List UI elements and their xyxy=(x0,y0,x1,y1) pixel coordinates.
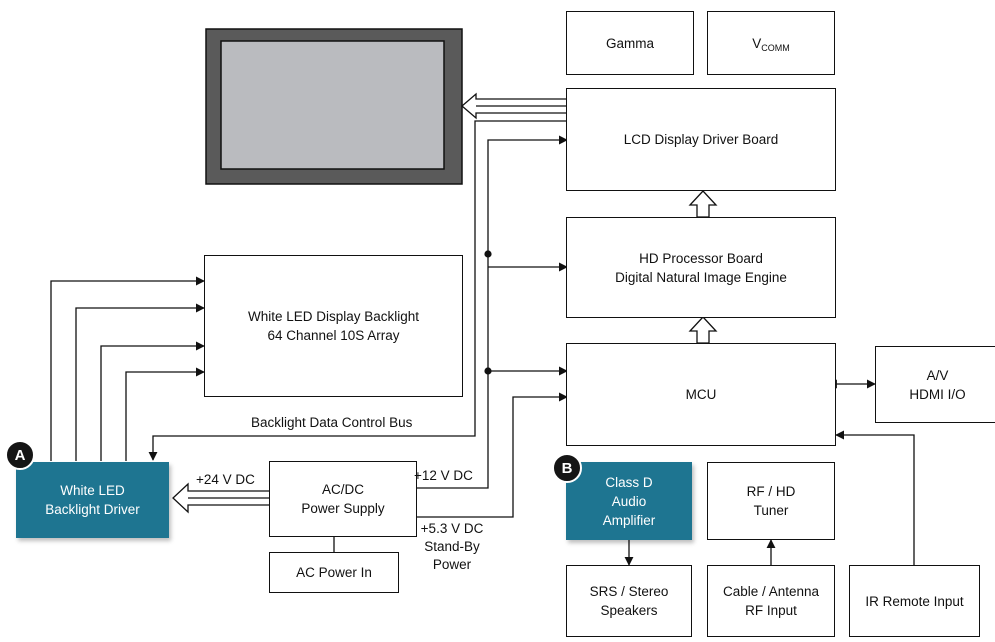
av-line-1: A/V xyxy=(926,367,949,383)
processor-to-driver-arrow xyxy=(688,190,718,218)
badge-a: A xyxy=(5,440,35,470)
backlight-array-block: White LED Display Backlight 64 Channel 1… xyxy=(204,255,463,397)
panel-data-arrow xyxy=(461,92,568,120)
mcu-block: MCU xyxy=(566,343,836,446)
power-24v-arrow xyxy=(172,482,271,514)
hd-processor-line-2: Digital Natural Image Engine xyxy=(615,269,787,285)
rf-input-block: Cable / Antenna RF Input xyxy=(707,565,835,637)
ir-remote-label: IR Remote Input xyxy=(865,593,964,609)
mcu-label: MCU xyxy=(685,387,717,402)
signal-lines xyxy=(50,120,915,566)
lcd-driver-board: LCD Display Driver Board xyxy=(566,88,836,191)
lcd-driver-label: LCD Display Driver Board xyxy=(623,132,779,147)
amp-line-2: Audio xyxy=(611,493,647,509)
tuner-line-2: Tuner xyxy=(753,503,789,518)
junction-dot xyxy=(484,250,492,258)
led-driver-line-2: Backlight Driver xyxy=(45,502,140,517)
gamma-block: Gamma xyxy=(566,11,694,75)
power-supply-block: AC/DC Power Supply xyxy=(269,461,417,537)
lcd-panel xyxy=(205,28,463,185)
hd-processor-board: HD Processor Board Digital Natural Image… xyxy=(566,217,836,318)
ac-power-in-label: AC Power In xyxy=(296,565,372,580)
v53-line-3: Power xyxy=(432,557,472,572)
rf-input-line-1: Cable / Antenna xyxy=(722,584,820,599)
hd-processor-line-1: HD Processor Board xyxy=(639,250,763,266)
backlight-array-line-1: White LED Display Backlight xyxy=(247,309,420,324)
amp-line-3: Amplifier xyxy=(602,512,656,528)
gamma-label: Gamma xyxy=(605,35,654,51)
speakers-line-2: Speakers xyxy=(600,603,658,618)
vcomm-block: VCOMM xyxy=(707,11,835,75)
power-supply-line-2: Power Supply xyxy=(301,501,385,516)
av-hdmi-block: A/V HDMI I/O xyxy=(875,346,995,423)
ac-power-in-block: AC Power In xyxy=(269,552,399,593)
v53-line-1: +5.3 V DC xyxy=(420,521,484,536)
rf-input-line-2: RF Input xyxy=(745,603,797,618)
tuner-line-1: RF / HD xyxy=(746,484,796,499)
led-backlight-driver-block: White LED Backlight Driver xyxy=(16,462,169,538)
backlight-bus-label: Backlight Data Control Bus xyxy=(251,415,413,430)
v53-label: +5.3 V DC Stand-By Power xyxy=(410,520,494,574)
power-supply-line-1: AC/DC xyxy=(321,482,364,497)
v24-label: +24 V DC xyxy=(196,472,255,487)
led-driver-line-1: White LED xyxy=(60,483,125,498)
badge-b: B xyxy=(552,453,582,483)
speakers-line-1: SRS / Stereo xyxy=(589,584,669,599)
junction-dot xyxy=(484,367,492,375)
ir-remote-block: IR Remote Input xyxy=(849,565,980,637)
vcomm-label: VCOMM xyxy=(752,35,790,53)
rf-hd-tuner-block: RF / HD Tuner xyxy=(707,462,835,540)
v12-label: +12 V DC xyxy=(414,468,473,483)
av-line-2: HDMI I/O xyxy=(909,386,966,402)
backlight-array-line-2: 64 Channel 10S Array xyxy=(267,328,400,343)
class-d-amplifier-block: Class D Audio Amplifier xyxy=(566,462,692,540)
mcu-to-processor-arrow xyxy=(688,316,718,344)
amp-line-1: Class D xyxy=(605,474,653,490)
v53-line-2: Stand-By xyxy=(424,539,480,554)
speakers-block: SRS / Stereo Speakers xyxy=(566,565,692,637)
